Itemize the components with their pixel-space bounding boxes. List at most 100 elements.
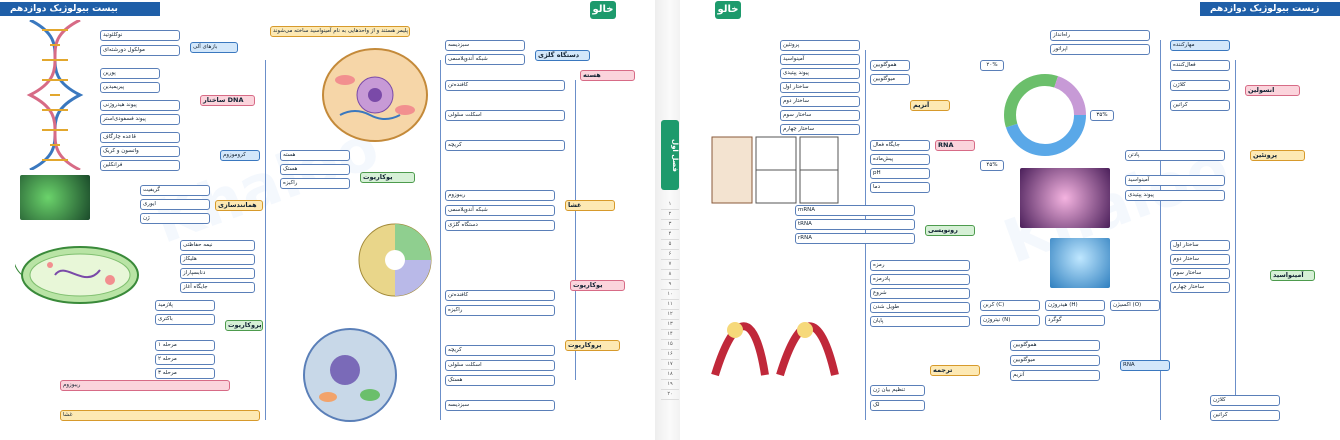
- node-cytoskeleton-2: اسکلت سلولی: [445, 360, 555, 371]
- node-lac: لک: [870, 400, 925, 411]
- chapter-tab: فصل اول: [661, 120, 679, 190]
- chloroplast-illustration: [358, 223, 432, 297]
- connector: [1160, 40, 1161, 420]
- node-translation: ترجمه: [930, 365, 980, 376]
- node-avery: ایوری: [140, 199, 210, 210]
- node-eukaryote: یوکاریوت: [360, 172, 415, 183]
- node-peptide: پیوند پپتیدی: [780, 68, 860, 79]
- node-ribosome: ریبوزوم: [60, 380, 230, 391]
- node-cytoskeleton: اسکلت سلولی: [445, 110, 565, 121]
- node-lysosome: کافنده‌تن: [445, 80, 565, 91]
- node-insulin: انسولین: [1245, 85, 1300, 96]
- bacteria-illustration: [15, 246, 139, 304]
- page-number: ۲: [661, 210, 679, 220]
- ring-label: ۴۵%: [980, 160, 1004, 171]
- node-operator: اپراتور: [1050, 44, 1150, 55]
- node-center-cell-a: هسته: [580, 70, 635, 81]
- node-chloroplast-2: سبزدیسه: [445, 400, 555, 411]
- page-number: ۷: [661, 260, 679, 270]
- page-number: ۱۵: [661, 340, 679, 350]
- right-logo: خالو: [715, 1, 741, 19]
- node-ribosome-2: ریبوزوم: [445, 190, 555, 201]
- page-number: ۱: [661, 200, 679, 210]
- node-rna-2: RNA: [1120, 360, 1170, 371]
- node-nucleolus: هستک: [280, 164, 350, 175]
- node-keratin-2: کراتین: [1210, 410, 1280, 421]
- donut-chart-icon: [1004, 74, 1086, 156]
- node-tertiary: ساختار سوم: [780, 110, 860, 121]
- node-hemoglobin-2: هموگلوبین: [1010, 340, 1100, 351]
- node-promoter: راه‌انداز: [1050, 30, 1150, 41]
- node-substrate: پیش‌ماده: [870, 154, 930, 165]
- node-repressor: مهارکننده: [1170, 40, 1230, 51]
- node-sulfur: گوگرد: [1045, 315, 1105, 326]
- microscope-photo-right: [1020, 168, 1110, 228]
- page-number-strip: ۱ ۲ ۳ ۴ ۵ ۶ ۷ ۸ ۹ ۱۰ ۱۱ ۱۲ ۱۳ ۱۴ ۱۵ ۱۶ ۱…: [661, 200, 679, 400]
- node-bacteria: باکتری: [155, 314, 215, 325]
- page-number: ۱۸: [661, 370, 679, 380]
- dna-helix-illustration: [26, 20, 84, 170]
- node-primary-2: ساختار اول: [1170, 240, 1230, 251]
- node-active-site: جایگاه فعال: [870, 140, 930, 151]
- node-myoglobin-2: میوگلوبین: [1010, 355, 1100, 366]
- node-step3: مرحله ۳: [155, 368, 215, 379]
- animal-cell-illustration: [322, 48, 428, 142]
- right-page: زیست بیولوژیک دوازدهم خالو Khaloo ۲۰% ۳۵…: [680, 0, 1340, 440]
- page-number: ۲۰: [661, 390, 679, 400]
- node-enzyme: آنزیم: [910, 100, 950, 111]
- node-prokaryote: پروکاریوت: [225, 320, 263, 331]
- node-mitochondria: راکیزه: [280, 178, 350, 189]
- page-number: ۵: [661, 240, 679, 250]
- node-myoglobin: میوگلوبین: [870, 74, 910, 85]
- node-keratin: کراتین: [1170, 100, 1230, 111]
- node-termination: پایان: [870, 316, 970, 327]
- node-plasmid: پلازمید: [155, 300, 215, 311]
- node-gene: ژن: [140, 213, 210, 224]
- node-step2: مرحله ۲: [155, 354, 215, 365]
- connector: [1235, 60, 1236, 400]
- page-number: ۱۳: [661, 320, 679, 330]
- node-nitrogen: نیتروژن (N): [980, 315, 1040, 326]
- node-griffith: گریفیت: [140, 185, 210, 196]
- node-purine: پورین: [100, 68, 160, 79]
- node-membrane: غشا: [60, 410, 260, 421]
- node-collagen: کلاژن: [1170, 80, 1230, 91]
- node-chargaff: قاعده چارگاف: [100, 132, 180, 143]
- node-step1: مرحله ۱: [155, 340, 215, 351]
- node-hemoglobin: هموگلوبین: [870, 60, 910, 71]
- node-codon: رمزه: [870, 260, 970, 271]
- left-page: بیست بیولوژیک دوازدهم خالو مقدمه: پروتئی…: [0, 0, 660, 440]
- node-rosalind: فرانکلین: [100, 160, 180, 171]
- node-pyrimidine: پیریمیدین: [100, 82, 160, 93]
- node-bond-h: پیوند هیدروژنی: [100, 100, 180, 111]
- cell-grid-illustration: [711, 136, 839, 204]
- node-amino-2: آمینواسید: [1125, 175, 1225, 186]
- node-replication: همانندسازی: [215, 200, 263, 211]
- node-tertiary-2: ساختار سوم: [1170, 268, 1230, 279]
- left-banner: بیست بیولوژیک دوازدهم: [0, 2, 160, 16]
- node-operon: تنظیم بیان ژن: [870, 385, 925, 396]
- node-transcription: رونویسی: [925, 225, 975, 236]
- node-anticodon: پادرمزه: [870, 274, 970, 285]
- node-nucleotide: نوکلئوتید: [100, 30, 180, 41]
- node-peptide-2: پیوند پپتیدی: [1125, 190, 1225, 201]
- node-helicase: هلیکاز: [180, 254, 255, 265]
- node-chromosome: کروموزوم: [220, 150, 260, 161]
- node-antibody: پادتن: [1125, 150, 1225, 161]
- ring-label: ۳۵%: [1090, 110, 1114, 121]
- connector: [575, 80, 576, 380]
- plant-cell-illustration: [303, 328, 397, 422]
- node-nucleolus-2: هستک: [445, 375, 555, 386]
- node-secondary-2: ساختار دوم: [1170, 254, 1230, 265]
- node-vacuole: کریچه: [445, 140, 565, 151]
- page-number: ۳: [661, 220, 679, 230]
- water-drop-photo: [1050, 238, 1110, 288]
- node-golgi-2: دستگاه گلژی: [445, 220, 555, 231]
- ring-label: ۲۰%: [980, 60, 1004, 71]
- node-watson: واتسون و کریک: [100, 146, 180, 157]
- node-enzyme-2: آنزیم: [1010, 370, 1100, 381]
- microscope-photo-left: [20, 175, 90, 220]
- node-quaternary-2: ساختار چهارم: [1170, 282, 1230, 293]
- node-bases: بازهای آلی: [190, 42, 238, 53]
- node-chloroplast: سبزدیسه: [445, 40, 525, 51]
